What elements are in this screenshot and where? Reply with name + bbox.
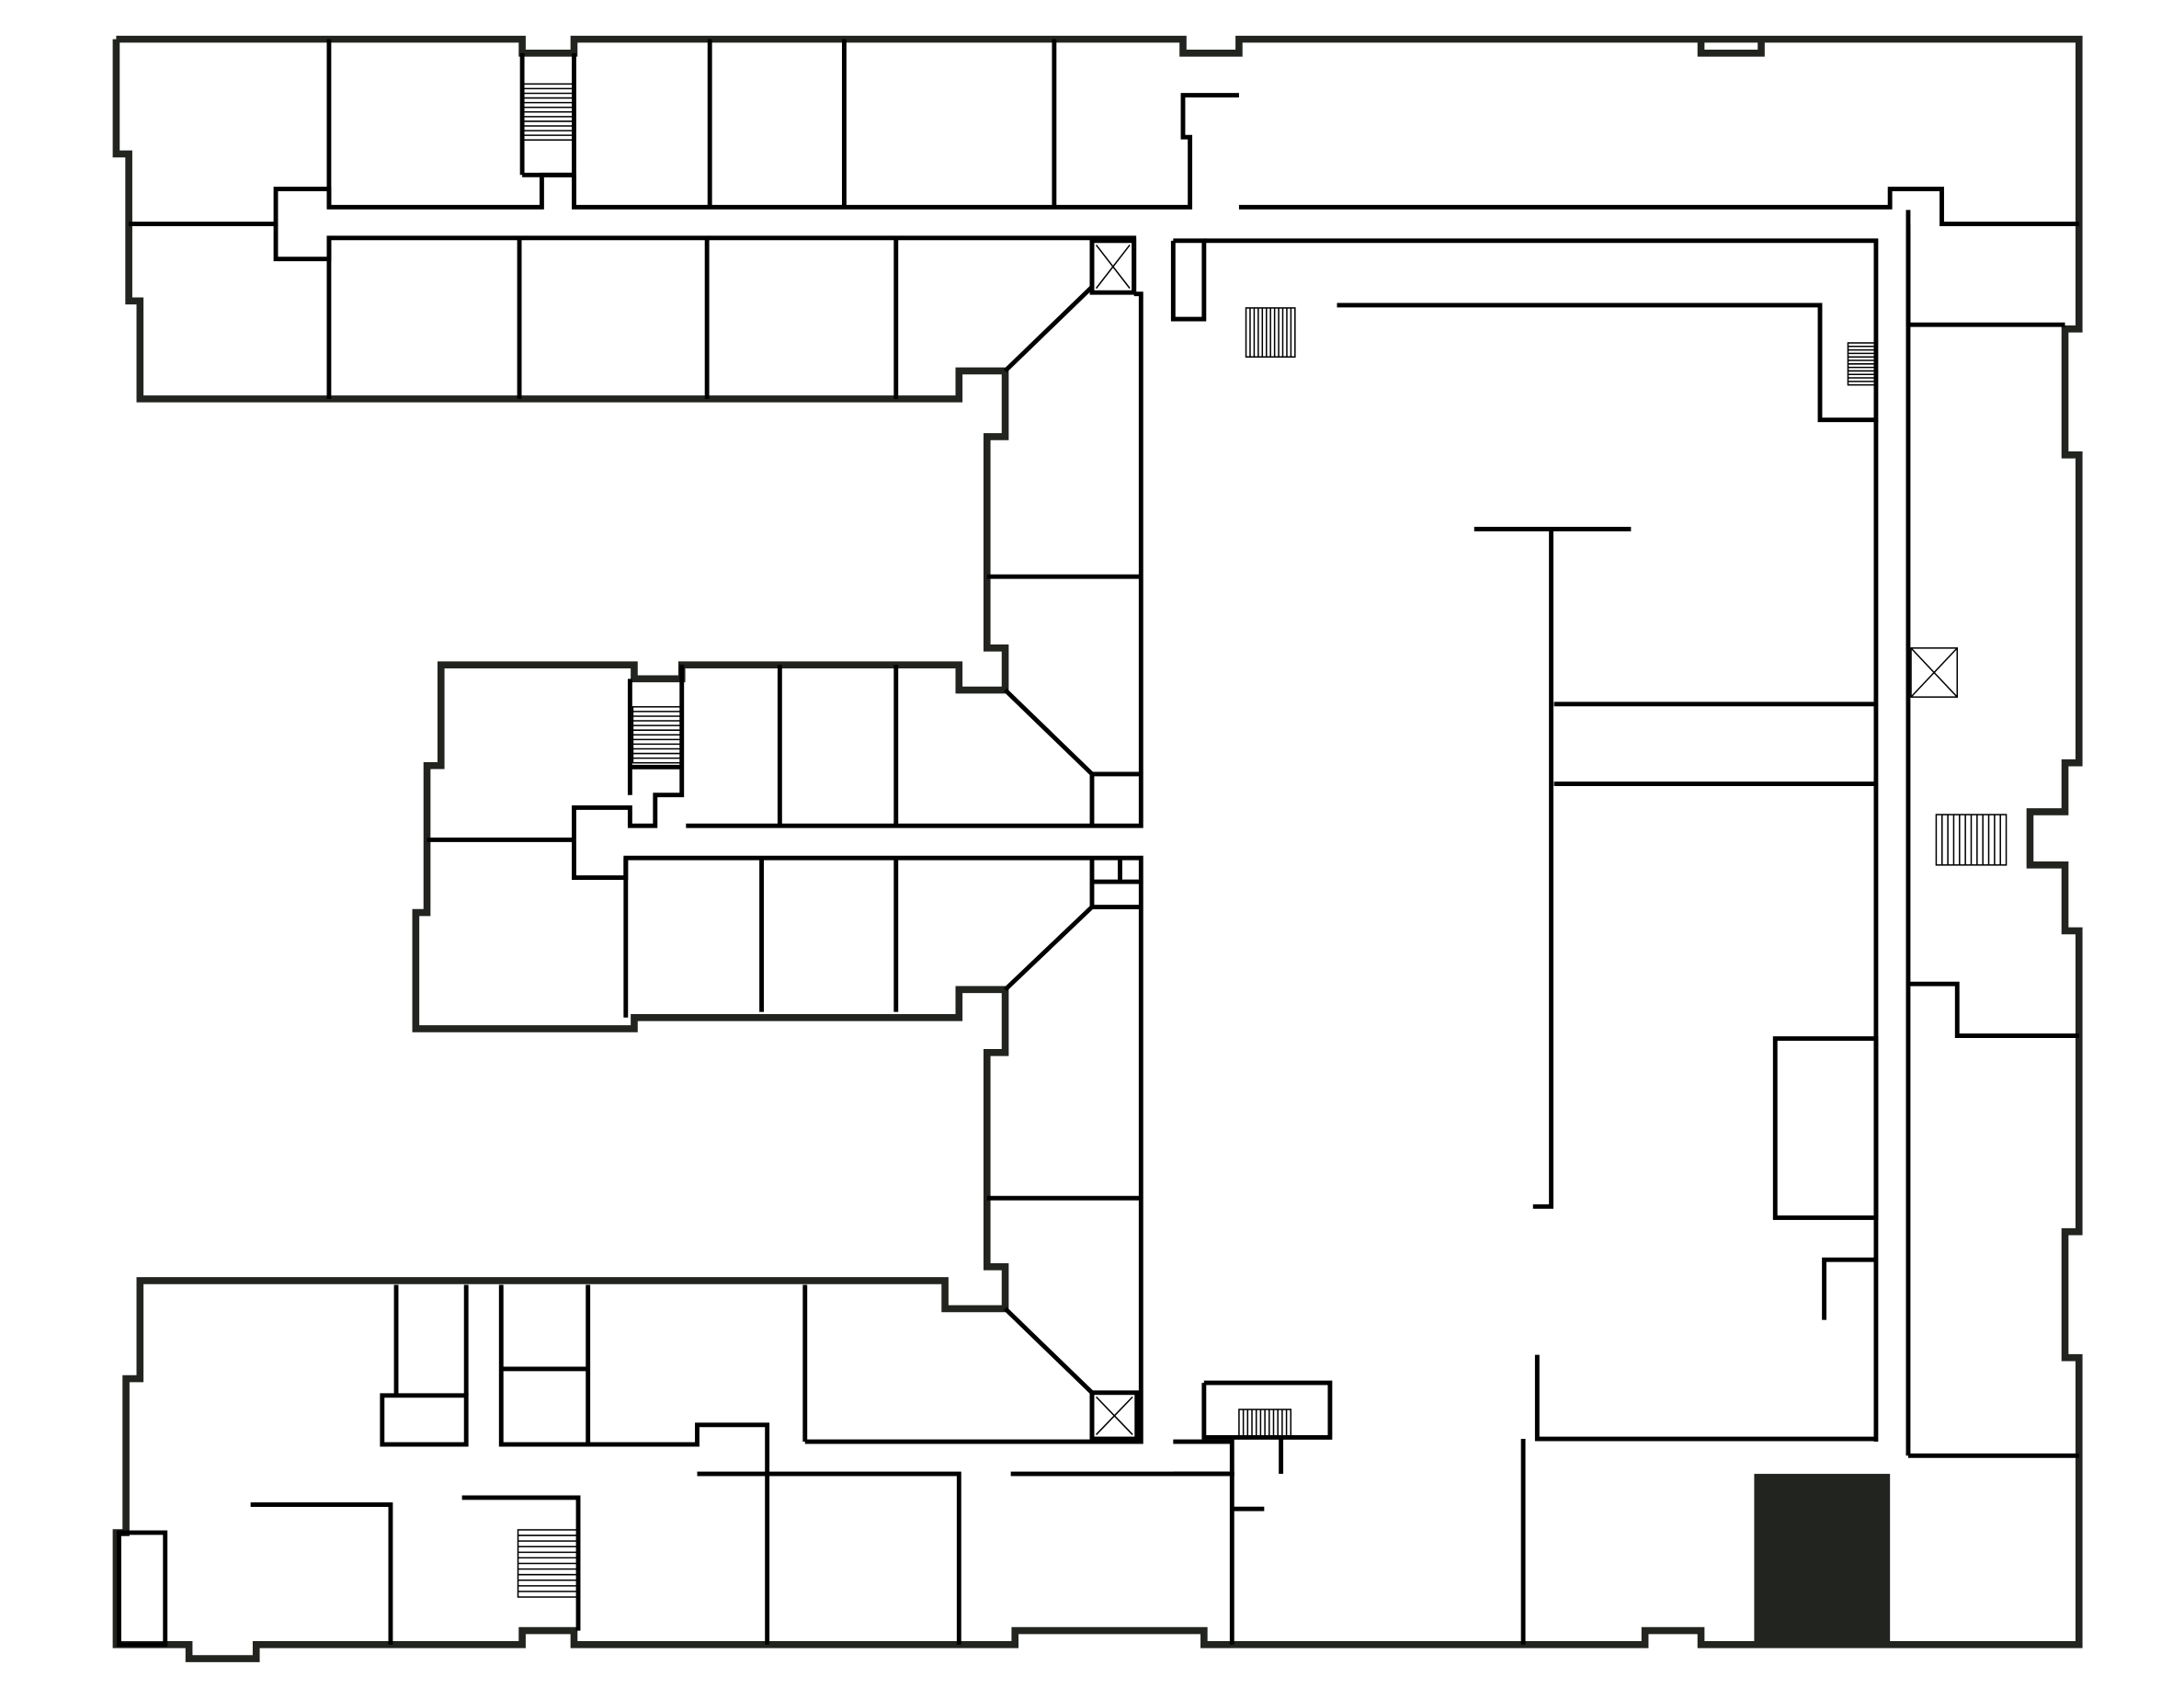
highlighted-unit[interactable] [1754,1474,1891,1645]
outer-wall [112,35,2083,1662]
elevator-icon [1095,244,1959,1435]
stairs-icon [517,83,2008,1598]
interior-walls [117,39,2079,1648]
